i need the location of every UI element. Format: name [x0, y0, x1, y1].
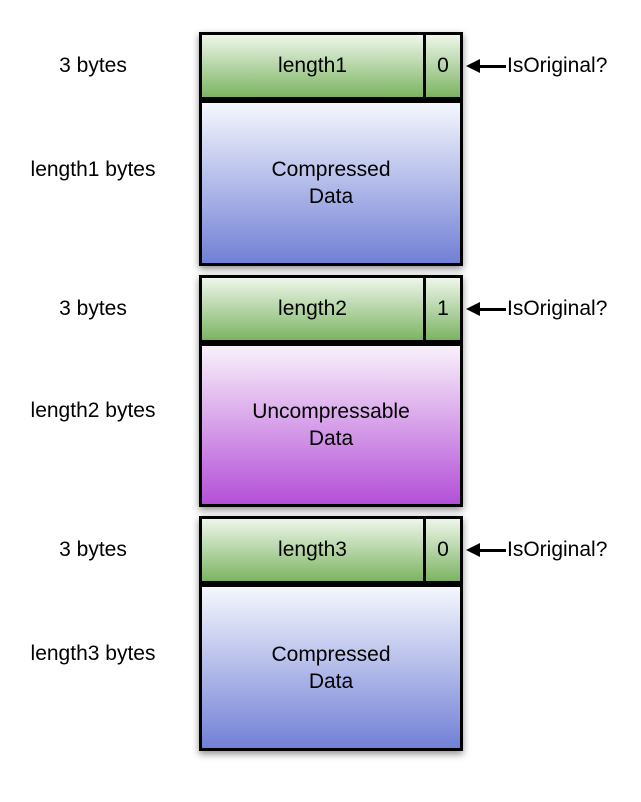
data-box-label-1: Compressed Data: [271, 158, 391, 208]
size-label-data-1: length1 bytes: [30, 158, 156, 181]
data-box-label-2: Uncompressable Data: [252, 400, 410, 450]
data-box-label-3: Compressed Data: [271, 642, 391, 693]
size-label-header-2: 3 bytes: [59, 297, 127, 320]
left-arrow-icon: [466, 543, 480, 557]
arrow-line: [480, 307, 506, 311]
size-label-data-3: length3 bytes: [30, 642, 156, 665]
uncompressable-data-box: Uncompressable Data: [199, 343, 463, 507]
left-arrow-icon: [466, 59, 480, 73]
is-original-annotation-3: IsOriginal?: [466, 537, 607, 563]
length-header-2: length2 1: [199, 275, 463, 343]
length-field-1: length1: [278, 54, 347, 77]
arrow-line: [480, 64, 506, 68]
flag-cell-1: 0: [423, 35, 460, 97]
length-header-3: length3 0: [199, 516, 463, 584]
is-original-annotation-1: IsOriginal?: [466, 53, 607, 79]
length-header-1: length1 0: [199, 32, 463, 100]
size-label-header-3: 3 bytes: [59, 538, 127, 561]
is-original-label-3: IsOriginal?: [507, 538, 608, 561]
is-original-label-1: IsOriginal?: [507, 54, 608, 77]
is-original-annotation-2: IsOriginal?: [466, 296, 607, 322]
compressed-data-box-1: Compressed Data: [199, 100, 463, 266]
left-arrow-icon: [466, 302, 480, 316]
length-field-2: length2: [278, 297, 347, 320]
flag-cell-2: 1: [423, 278, 460, 340]
is-original-label-2: IsOriginal?: [507, 297, 608, 320]
arrow-line: [480, 548, 506, 552]
length-field-3: length3: [278, 538, 347, 561]
size-label-data-2: length2 bytes: [30, 399, 156, 422]
flag-cell-3: 0: [423, 519, 460, 581]
compressed-data-box-3: Compressed Data: [199, 584, 463, 751]
size-label-header-1: 3 bytes: [59, 54, 127, 77]
